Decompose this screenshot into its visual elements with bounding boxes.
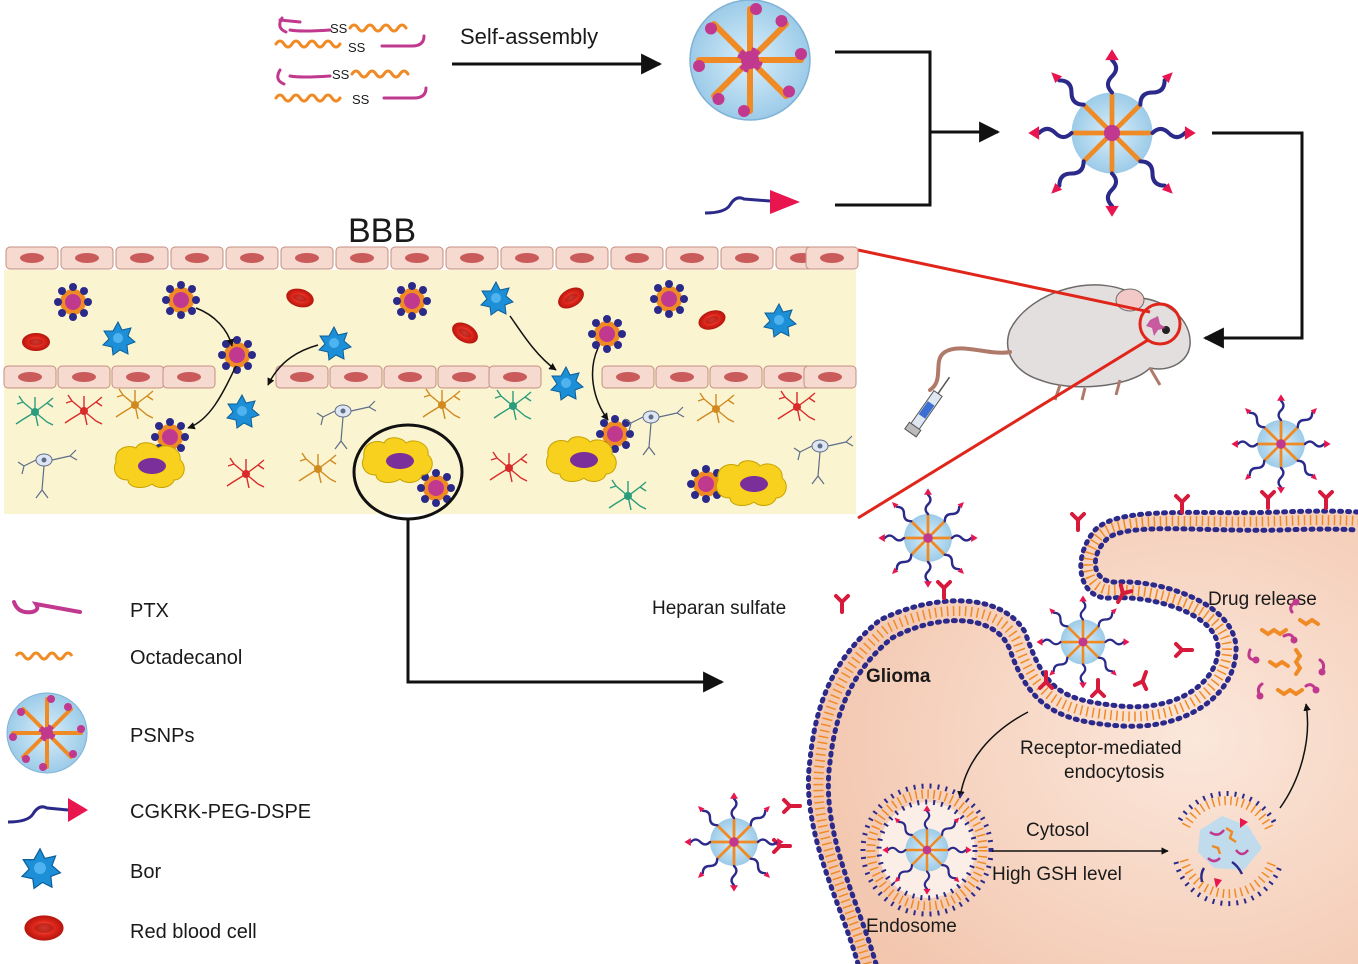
psnp-nanoparticle — [690, 0, 810, 120]
disulfide-label-3: SS — [332, 67, 350, 82]
legend-cgkrk-label: CGKRK-PEG-DSPE — [130, 801, 311, 823]
syringe-icon — [904, 376, 951, 438]
zoom-line-upper — [857, 248, 1151, 314]
np-approaching-1 — [877, 486, 979, 589]
inner-membrane — [825, 526, 1358, 964]
legend-psnps-label: PSNPs — [130, 725, 194, 747]
drug-release-label: Drug release — [1208, 589, 1317, 610]
brain-highlight-circle — [1138, 302, 1182, 346]
zoom-line-lower — [857, 338, 1149, 520]
legend: PTX Octadecanol PSNPs CGKRK-PEG-DSPE Bor… — [5, 600, 311, 943]
ptx-icon — [12, 600, 82, 615]
disulfide-label-1: SS — [330, 21, 348, 36]
mouse-illustration — [928, 284, 1191, 401]
functionalized-nanoparticle — [1028, 49, 1195, 216]
legend-ptx-label: PTX — [130, 600, 169, 622]
lipid-tails — [813, 515, 1358, 964]
np-membrane-bound — [683, 791, 785, 893]
released-drugs — [1247, 598, 1326, 700]
disulfide-label-4: SS — [352, 92, 370, 107]
ruptured-endosome — [1173, 791, 1283, 907]
endothelium-middle — [3, 365, 857, 389]
self-assembly-label: Self-assembly — [460, 24, 598, 49]
outer-membrane — [805, 508, 1358, 964]
cgkrk-peg-dspe-icon — [7, 798, 88, 824]
endothelium-top — [5, 246, 859, 270]
ptx-octadecanol-conjugates: SS SS SS SS — [274, 16, 428, 107]
heparan-sulfate-label: Heparan sulfate — [652, 598, 786, 619]
bor-icon — [21, 848, 62, 890]
legend-bor-label: Bor — [130, 861, 161, 883]
cytosol-label: Cytosol — [1026, 820, 1089, 841]
transport-arrows — [187, 307, 609, 430]
endosome — [860, 783, 994, 917]
np-binding — [1035, 594, 1131, 690]
np-approaching-2 — [1230, 392, 1332, 496]
endosome-label: Endosome — [866, 916, 957, 937]
receptor-mediated-label: Receptor-mediated — [1020, 738, 1182, 759]
injection-arrow — [1202, 131, 1304, 349]
psnp-icon — [5, 691, 89, 775]
red-blood-cell-icon — [24, 915, 64, 941]
cgkrk-peg-dspe-chain — [704, 190, 800, 215]
combine-bracket — [835, 50, 932, 207]
release-arrow — [1279, 703, 1311, 809]
glioma-label: Glioma — [866, 666, 931, 687]
bbb-label: BBB — [348, 212, 416, 250]
endocytosis-label: endocytosis — [1064, 762, 1164, 783]
high-gsh-label: High GSH level — [992, 864, 1122, 885]
legend-octadecanol-label: Octadecanol — [130, 647, 242, 669]
endocytosis-arrow — [957, 711, 1029, 799]
disulfide-label-2: SS — [348, 40, 366, 55]
octadecanol-icon — [14, 651, 74, 661]
zoom-to-cell-arrow — [406, 519, 725, 693]
legend-rbc-label: Red blood cell — [130, 921, 257, 943]
